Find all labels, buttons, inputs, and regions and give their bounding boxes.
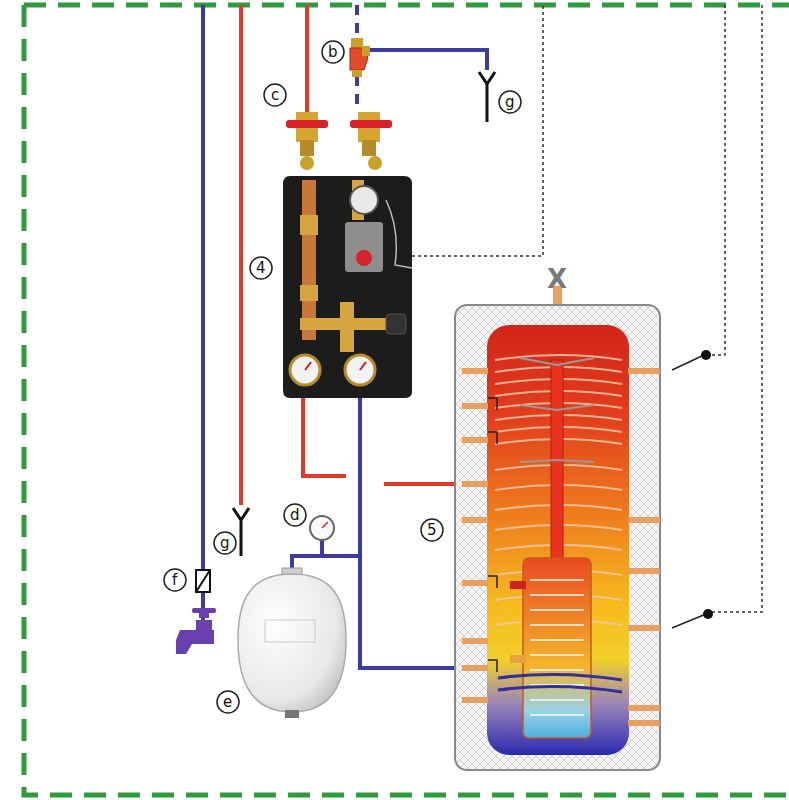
callout-number: 5 (427, 519, 437, 541)
callout-letter: f (172, 569, 177, 591)
callout-number: 4 (256, 257, 266, 279)
callout-letter: d (290, 504, 300, 526)
callout-letter: g (220, 532, 230, 554)
callout-letter: g (505, 91, 515, 113)
callout-letter: c (271, 84, 279, 106)
callout-letter: e (223, 691, 232, 713)
pipe-label: X (547, 265, 567, 293)
callout-letter: b (328, 41, 338, 63)
